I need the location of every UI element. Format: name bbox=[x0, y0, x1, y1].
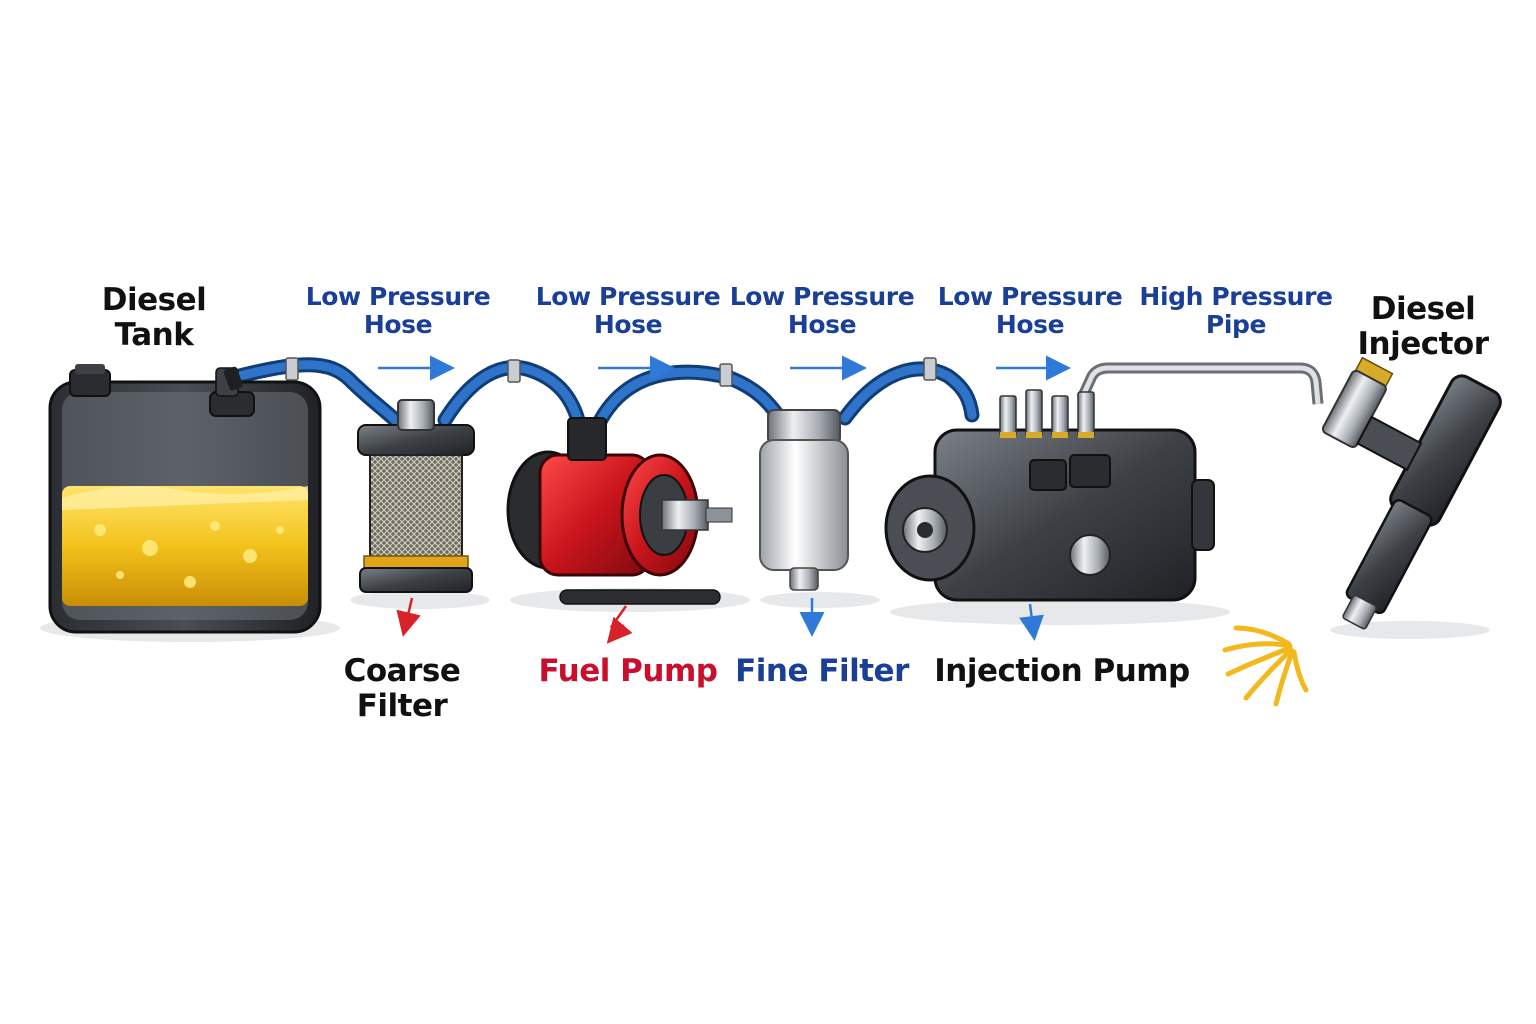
fine-filter bbox=[759, 409, 849, 591]
hose-fuel-pump-to-fine-filter bbox=[590, 364, 788, 433]
injection-pump bbox=[884, 389, 1215, 602]
label-diesel-injector: Diesel Injector bbox=[1357, 291, 1489, 362]
drain-arrows bbox=[396, 597, 1044, 644]
hose-label-line: Low Pressure bbox=[729, 282, 915, 311]
high-pressure-pipe bbox=[1076, 362, 1324, 405]
hose-label-line: Low Pressure bbox=[937, 282, 1123, 311]
pipe-label-line: Pipe bbox=[1205, 310, 1267, 339]
fuel-pump bbox=[506, 417, 733, 605]
label-hose-4: Low Pressure Hose bbox=[938, 283, 1123, 339]
injection-pump-label-line: Injection Pump bbox=[934, 653, 1190, 689]
label-diesel-tank: Diesel Tank bbox=[102, 283, 207, 352]
low-pressure-hoses bbox=[224, 357, 980, 433]
label-hose-3: Low Pressure Hose bbox=[730, 283, 915, 339]
diesel-injector-label-line: Injector bbox=[1357, 325, 1489, 362]
drain-arrow bbox=[396, 597, 421, 637]
diesel-injector-label-line: Diesel bbox=[1370, 291, 1476, 327]
diesel-tank-label-line: Tank bbox=[114, 316, 194, 353]
hose-label-line: Low Pressure bbox=[535, 282, 721, 311]
fuel-pump-label-line: Fuel Pump bbox=[538, 653, 718, 689]
diesel-tank bbox=[48, 364, 322, 634]
drain-arrow bbox=[1019, 603, 1044, 641]
coarse-filter bbox=[357, 399, 475, 593]
diesel-tank-label-line: Diesel bbox=[101, 282, 207, 318]
drain-arrow bbox=[606, 605, 633, 644]
fine-filter-label-line: Fine Filter bbox=[735, 653, 909, 689]
hose-label-line: Hose bbox=[593, 310, 663, 339]
label-coarse-filter: Coarse Filter bbox=[344, 654, 461, 723]
label-fine-filter: Fine Filter bbox=[735, 654, 909, 689]
diesel-injector bbox=[1321, 356, 1502, 630]
coarse-filter-label-line: Coarse bbox=[343, 653, 461, 689]
fuel-spray bbox=[1222, 625, 1309, 707]
pipe-label-line: High Pressure bbox=[1139, 282, 1333, 311]
hose-label-line: Hose bbox=[363, 310, 433, 339]
label-fuel-pump: Fuel Pump bbox=[539, 654, 718, 689]
label-high-pressure-pipe: High Pressure Pipe bbox=[1139, 282, 1333, 339]
hose-label-line: Low Pressure bbox=[305, 282, 491, 311]
coarse-filter-label-line: Filter bbox=[356, 687, 448, 724]
label-injection-pump: Injection Pump bbox=[934, 654, 1190, 689]
label-hose-1: Low Pressure Hose bbox=[306, 283, 491, 339]
hose-label-line: Hose bbox=[995, 310, 1065, 339]
label-hose-2: Low Pressure Hose bbox=[536, 283, 721, 339]
hose-label-line: Hose bbox=[787, 310, 857, 339]
